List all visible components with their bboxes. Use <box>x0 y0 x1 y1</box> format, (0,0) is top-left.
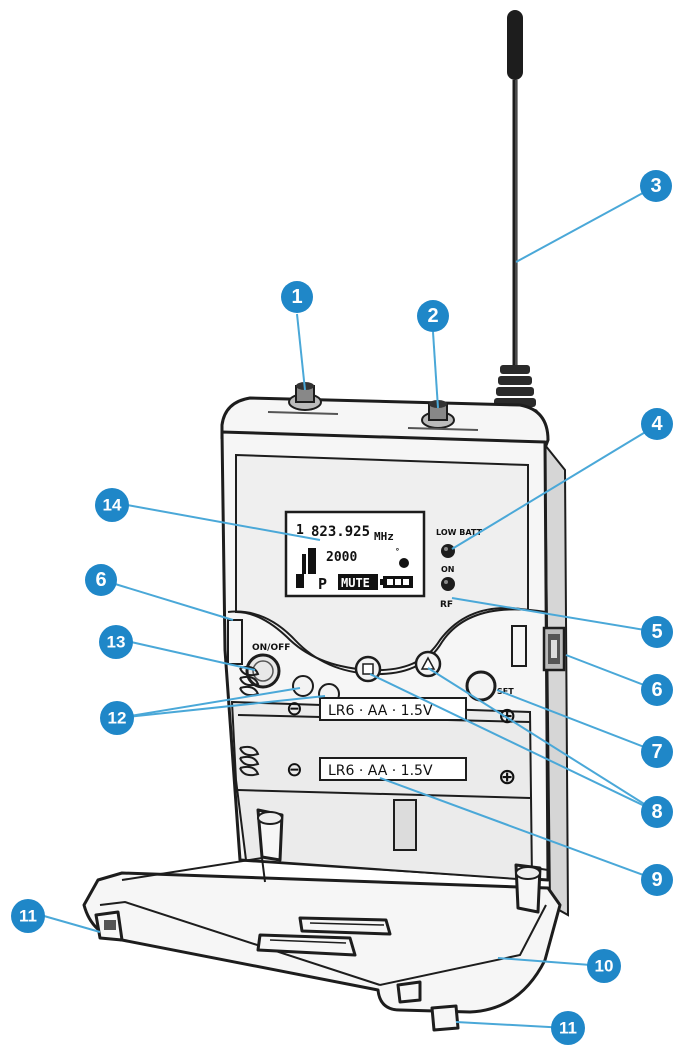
svg-text:11: 11 <box>19 907 37 926</box>
svg-text:8: 8 <box>651 801 662 823</box>
callout-11-left: 11 <box>11 899 45 933</box>
callout-1: 1 <box>281 281 313 313</box>
lcd-line2: 2000 <box>326 550 357 565</box>
callout-8: 8 <box>641 796 673 828</box>
callout-6-left: 6 <box>85 564 117 596</box>
svg-text:6: 6 <box>95 569 106 591</box>
callout-13: 13 <box>99 625 133 659</box>
charging-contact-right <box>542 626 566 672</box>
lcd-frequency-unit: MHz <box>374 530 394 543</box>
svg-text:12: 12 <box>108 709 127 728</box>
set-button[interactable]: SET <box>465 670 514 702</box>
svg-text:13: 13 <box>107 633 126 652</box>
cover-latch-left <box>94 910 124 942</box>
svg-text:9: 9 <box>651 869 662 891</box>
svg-text:⊖: ⊖ <box>286 757 303 781</box>
cover-hinge-left <box>256 808 284 862</box>
callout-11-right: 11 <box>551 1011 585 1045</box>
callout-12: 12 <box>100 701 134 735</box>
rf-label: RF <box>440 600 453 610</box>
callout-10: 10 <box>587 949 621 983</box>
svg-text:14: 14 <box>103 496 122 515</box>
low-batt-led <box>441 544 455 558</box>
svg-text:⊕: ⊕ <box>498 704 516 729</box>
callout-4: 4 <box>641 408 673 440</box>
low-batt-label: LOW BATT <box>436 528 483 537</box>
svg-text:1: 1 <box>291 286 302 308</box>
callout-3: 3 <box>640 170 672 202</box>
svg-text:⊖: ⊖ <box>286 696 303 720</box>
callout-9: 9 <box>641 864 673 896</box>
callouts: 1 2 3 4 5 6 6 7 8 9 10 11 11 12 13 14 <box>11 170 673 1045</box>
lcd-mode: P <box>318 575 327 593</box>
leader-lines <box>43 187 658 1029</box>
cover-latch-right <box>396 980 460 1032</box>
lcd-battery-icon <box>380 576 413 588</box>
callout-6-right: 6 <box>641 674 673 706</box>
antenna <box>490 10 540 430</box>
battery-2-label: LR6 · AA · 1.5V <box>328 763 433 779</box>
svg-text:SET: SET <box>497 687 514 696</box>
callout-5: 5 <box>641 616 673 648</box>
svg-text:10: 10 <box>595 957 614 976</box>
lcd-channel: 1 <box>296 523 304 538</box>
battery-cover[interactable] <box>82 808 562 1032</box>
on-label: ON <box>441 565 455 574</box>
battery-spring-2 <box>239 745 260 777</box>
lcd-frequency: 823.925 <box>311 524 370 540</box>
cover-contacts <box>256 916 392 957</box>
cover-hinge-right <box>514 863 542 914</box>
svg-text:6: 6 <box>651 679 662 701</box>
svg-text:°: ° <box>395 547 400 556</box>
status-leds: LOW BATT ON RF <box>436 528 483 610</box>
power-button[interactable] <box>245 653 281 689</box>
lcd-display: 1 823.925 MHz 2000 ° P MUTE <box>284 510 426 598</box>
power-label: ON/OFF <box>252 643 290 653</box>
callout-7: 7 <box>641 736 673 768</box>
svg-text:3: 3 <box>650 175 661 197</box>
svg-text:2: 2 <box>427 305 438 327</box>
battery-2: ⊖ LR6 · AA · 1.5V ⊕ <box>286 757 516 790</box>
lcd-mute: MUTE <box>341 576 370 590</box>
svg-text:⊕: ⊕ <box>498 765 516 790</box>
rf-led <box>441 577 455 591</box>
svg-text:5: 5 <box>651 621 662 643</box>
callout-2: 2 <box>417 300 449 332</box>
svg-text:11: 11 <box>559 1019 577 1038</box>
callout-14: 14 <box>95 488 129 522</box>
battery-compartment: ⊖ LR6 · AA · 1.5V ⊕ ⊖ LR6 · AA · 1.5V ⊕ <box>230 665 534 882</box>
svg-text:4: 4 <box>651 413 663 435</box>
battery-1-label: LR6 · AA · 1.5V <box>328 703 433 719</box>
svg-text:7: 7 <box>651 741 662 763</box>
adjust-button-left <box>292 675 314 697</box>
